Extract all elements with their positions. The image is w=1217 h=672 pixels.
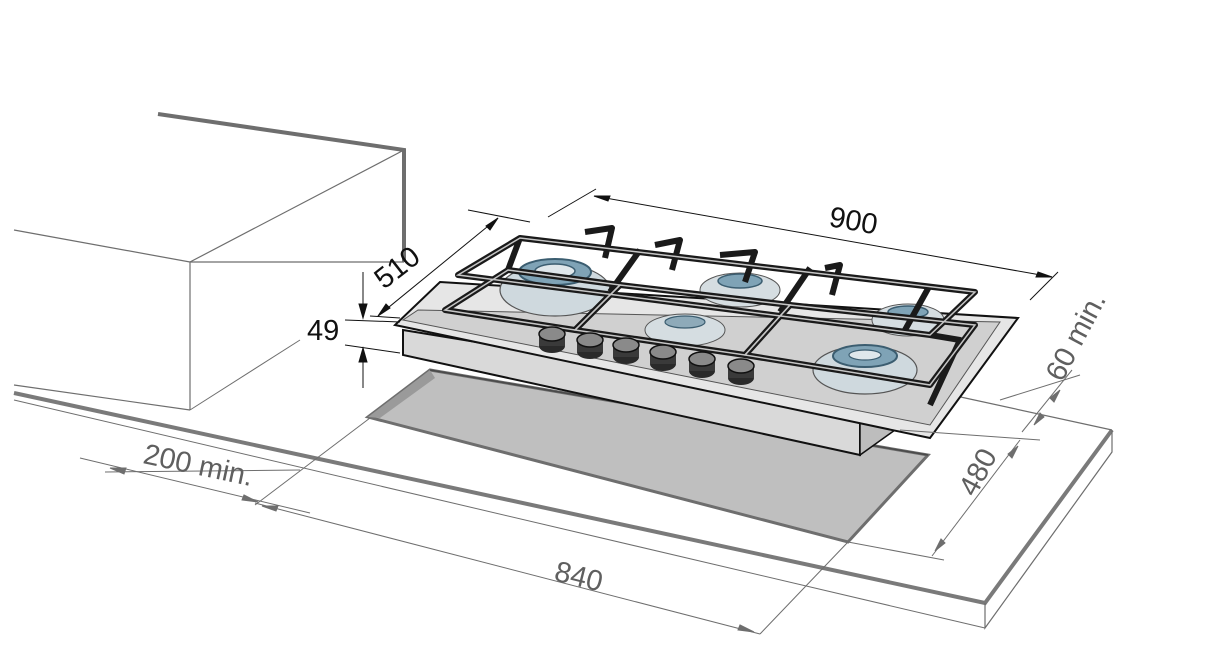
burner-icon [812,344,918,395]
countertop [13,391,1114,630]
side-clearance-label: 200 min. [141,439,256,493]
control-knob-icon [538,326,566,353]
dimension-width-label: 900 [827,201,880,241]
dimension-lines-installation [79,369,1081,635]
control-knob-icon [612,337,640,364]
wall-cabinet-block [13,112,406,411]
control-knob-icon [727,358,755,385]
cutout-depth-label: 480 [953,444,1004,502]
cutout-width-label: 840 [551,556,606,599]
gas-hob [392,225,1020,457]
burner-icon [644,313,726,347]
dimension-lines-hob [344,188,1059,388]
dimension-height-label: 49 [307,315,339,347]
control-knob-icon [688,351,716,378]
control-knob-icon [649,344,677,371]
control-knob-icon [576,332,604,359]
dimension-depth-label: 510 [369,241,427,296]
wall-clearance-label: 60 min. [1040,287,1113,386]
